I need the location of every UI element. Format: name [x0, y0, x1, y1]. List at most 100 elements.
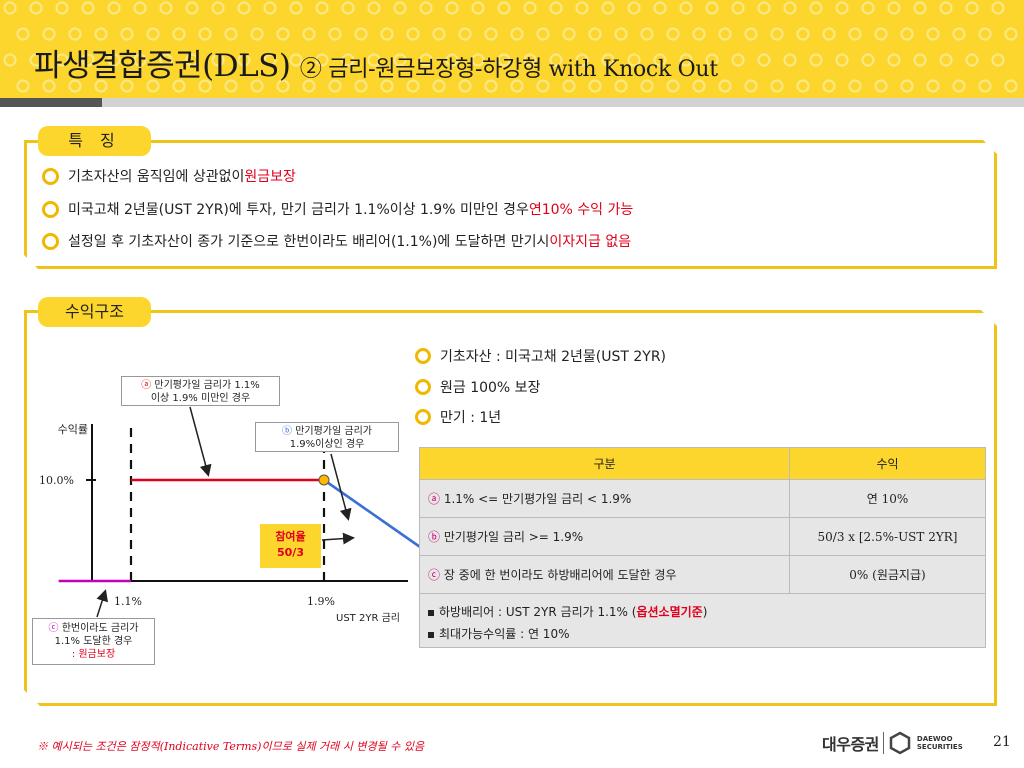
row-label: 장 중에 한 번이라도 하방배리어에 도달한 경우 — [440, 568, 677, 582]
table-cell-result: 0% (원금지급) — [789, 555, 986, 594]
circle-bullet-icon — [42, 200, 59, 218]
header-dot — [744, 27, 758, 41]
circle-bullet-icon — [415, 348, 431, 364]
header-dot — [731, 1, 745, 15]
header-dot — [406, 79, 420, 93]
header-dot — [666, 79, 680, 93]
pointer-a — [189, 406, 212, 477]
header-dot — [705, 1, 719, 15]
header-dot — [159, 1, 173, 15]
table-row: ⓑ 만기평가일 금리 >= 1.9% 50/3 x [2.5%-UST 2YR] — [419, 517, 986, 556]
header-dot — [809, 1, 823, 15]
header-dot — [133, 53, 147, 67]
row-badge: ⓑ — [428, 530, 441, 544]
header-dot — [445, 53, 459, 67]
header-dot — [198, 79, 212, 93]
title-sub: ② 금리-원금보장형-하강형 with Knock Out — [299, 57, 718, 82]
header-dot — [523, 1, 537, 15]
header-dot — [757, 53, 771, 67]
header-dot — [887, 1, 901, 15]
header-dot — [796, 79, 810, 93]
header-dot — [874, 27, 888, 41]
header-dot — [159, 53, 173, 67]
footnote: ※ 예시되는 조건은 잠정적(Indicative Terms)이므로 실제 거… — [37, 740, 425, 753]
header-dot — [289, 53, 303, 67]
circle-bullet-icon — [42, 232, 59, 250]
square-bullet-icon — [428, 609, 434, 616]
header-dot — [484, 27, 498, 41]
header-dot — [536, 79, 550, 93]
square-bullet-icon — [428, 631, 434, 638]
header-dot — [653, 1, 667, 15]
header-dot — [952, 79, 966, 93]
header-dot — [601, 53, 615, 67]
header-dot — [432, 79, 446, 93]
header-dot — [55, 53, 69, 67]
badge-b: ⓑ — [282, 426, 293, 437]
header-dot — [770, 27, 784, 41]
header-dot — [861, 1, 875, 15]
circle-bullet-icon — [42, 167, 59, 185]
feature-text: 미국고채 2년물(UST 2YR)에 투자, 만기 금리가 1.1%이상 1.9… — [68, 202, 529, 218]
payoff-tab: 수익구조 — [38, 297, 151, 327]
header-dot — [1004, 79, 1018, 93]
header-dot — [68, 79, 82, 93]
header-dot — [315, 53, 329, 67]
header-dot — [900, 27, 914, 41]
participation-label: 참여율 — [275, 530, 306, 543]
feature-text: 설정일 후 기초자산이 종가 기준으로 한번이라도 배리어(1.1%)에 도달하… — [68, 234, 550, 250]
header-dot — [94, 79, 108, 93]
header-dot — [978, 27, 992, 41]
header-dot — [3, 1, 17, 15]
header-dot — [276, 27, 290, 41]
header-dot — [627, 53, 641, 67]
header-dot — [341, 53, 355, 67]
header-dot — [120, 27, 134, 41]
header-dot — [55, 1, 69, 15]
header-dot — [627, 1, 641, 15]
header-dot — [536, 27, 550, 41]
row-label: 1.1% <= 만기평가일 금리 < 1.9% — [440, 492, 632, 506]
header-dot — [822, 79, 836, 93]
table-header-row: 구분 수익 — [419, 447, 986, 480]
header-dot — [926, 27, 940, 41]
header-dot — [367, 53, 381, 67]
header-bar-gray — [102, 98, 1024, 107]
header-dot — [601, 1, 615, 15]
participation-box: 참여율 50/3 — [260, 524, 321, 568]
header-banner: 파생결합증권(DLS) ② 금리-원금보장형-하강형 with Knock Ou… — [0, 0, 1024, 98]
header-dot — [731, 53, 745, 67]
header-dot — [588, 27, 602, 41]
x-tick-label: 1.1% — [114, 595, 142, 608]
header-dot — [497, 1, 511, 15]
header-dot — [393, 53, 407, 67]
header-dot — [705, 53, 719, 67]
header-dot — [510, 79, 524, 93]
header-dot — [874, 79, 888, 93]
header-dot — [991, 1, 1005, 15]
header-dot — [575, 53, 589, 67]
header-dot — [328, 27, 342, 41]
header-dot — [848, 27, 862, 41]
table-cell-label: ⓑ 만기평가일 금리 >= 1.9% — [419, 517, 790, 556]
header-dot — [679, 1, 693, 15]
note2: 최대가능수익률 : 연 10% — [439, 627, 570, 641]
header-dot — [692, 27, 706, 41]
y-axis-label: 수익률 — [58, 423, 88, 436]
header-dot — [380, 79, 394, 93]
header-dot — [796, 27, 810, 41]
table-cell-label: ⓒ 장 중에 한 번이라도 하방배리어에 도달한 경우 — [419, 555, 790, 594]
features-tab: 특 징 — [38, 126, 151, 156]
header-dot — [211, 53, 225, 67]
header-dot — [263, 1, 277, 15]
header-dot — [458, 79, 472, 93]
callout-a: ⓐ 만기평가일 금리가 1.1% 이상 1.9% 미만인 경우 — [121, 376, 280, 406]
table-row: ⓐ 1.1% <= 만기평가일 금리 < 1.9% 연 10% — [419, 479, 986, 518]
callout-c-line2: 1.1% 도달한 경우 — [54, 636, 133, 647]
header-dot — [406, 27, 420, 41]
header-dot — [939, 1, 953, 15]
callout-c: ⓒ 한번이라도 금리가 1.1% 도달한 경우 : 원금보장 — [32, 618, 155, 665]
header-dot — [107, 53, 121, 67]
header-dot — [575, 1, 589, 15]
info-item: 원금 100% 보장 — [415, 377, 540, 397]
